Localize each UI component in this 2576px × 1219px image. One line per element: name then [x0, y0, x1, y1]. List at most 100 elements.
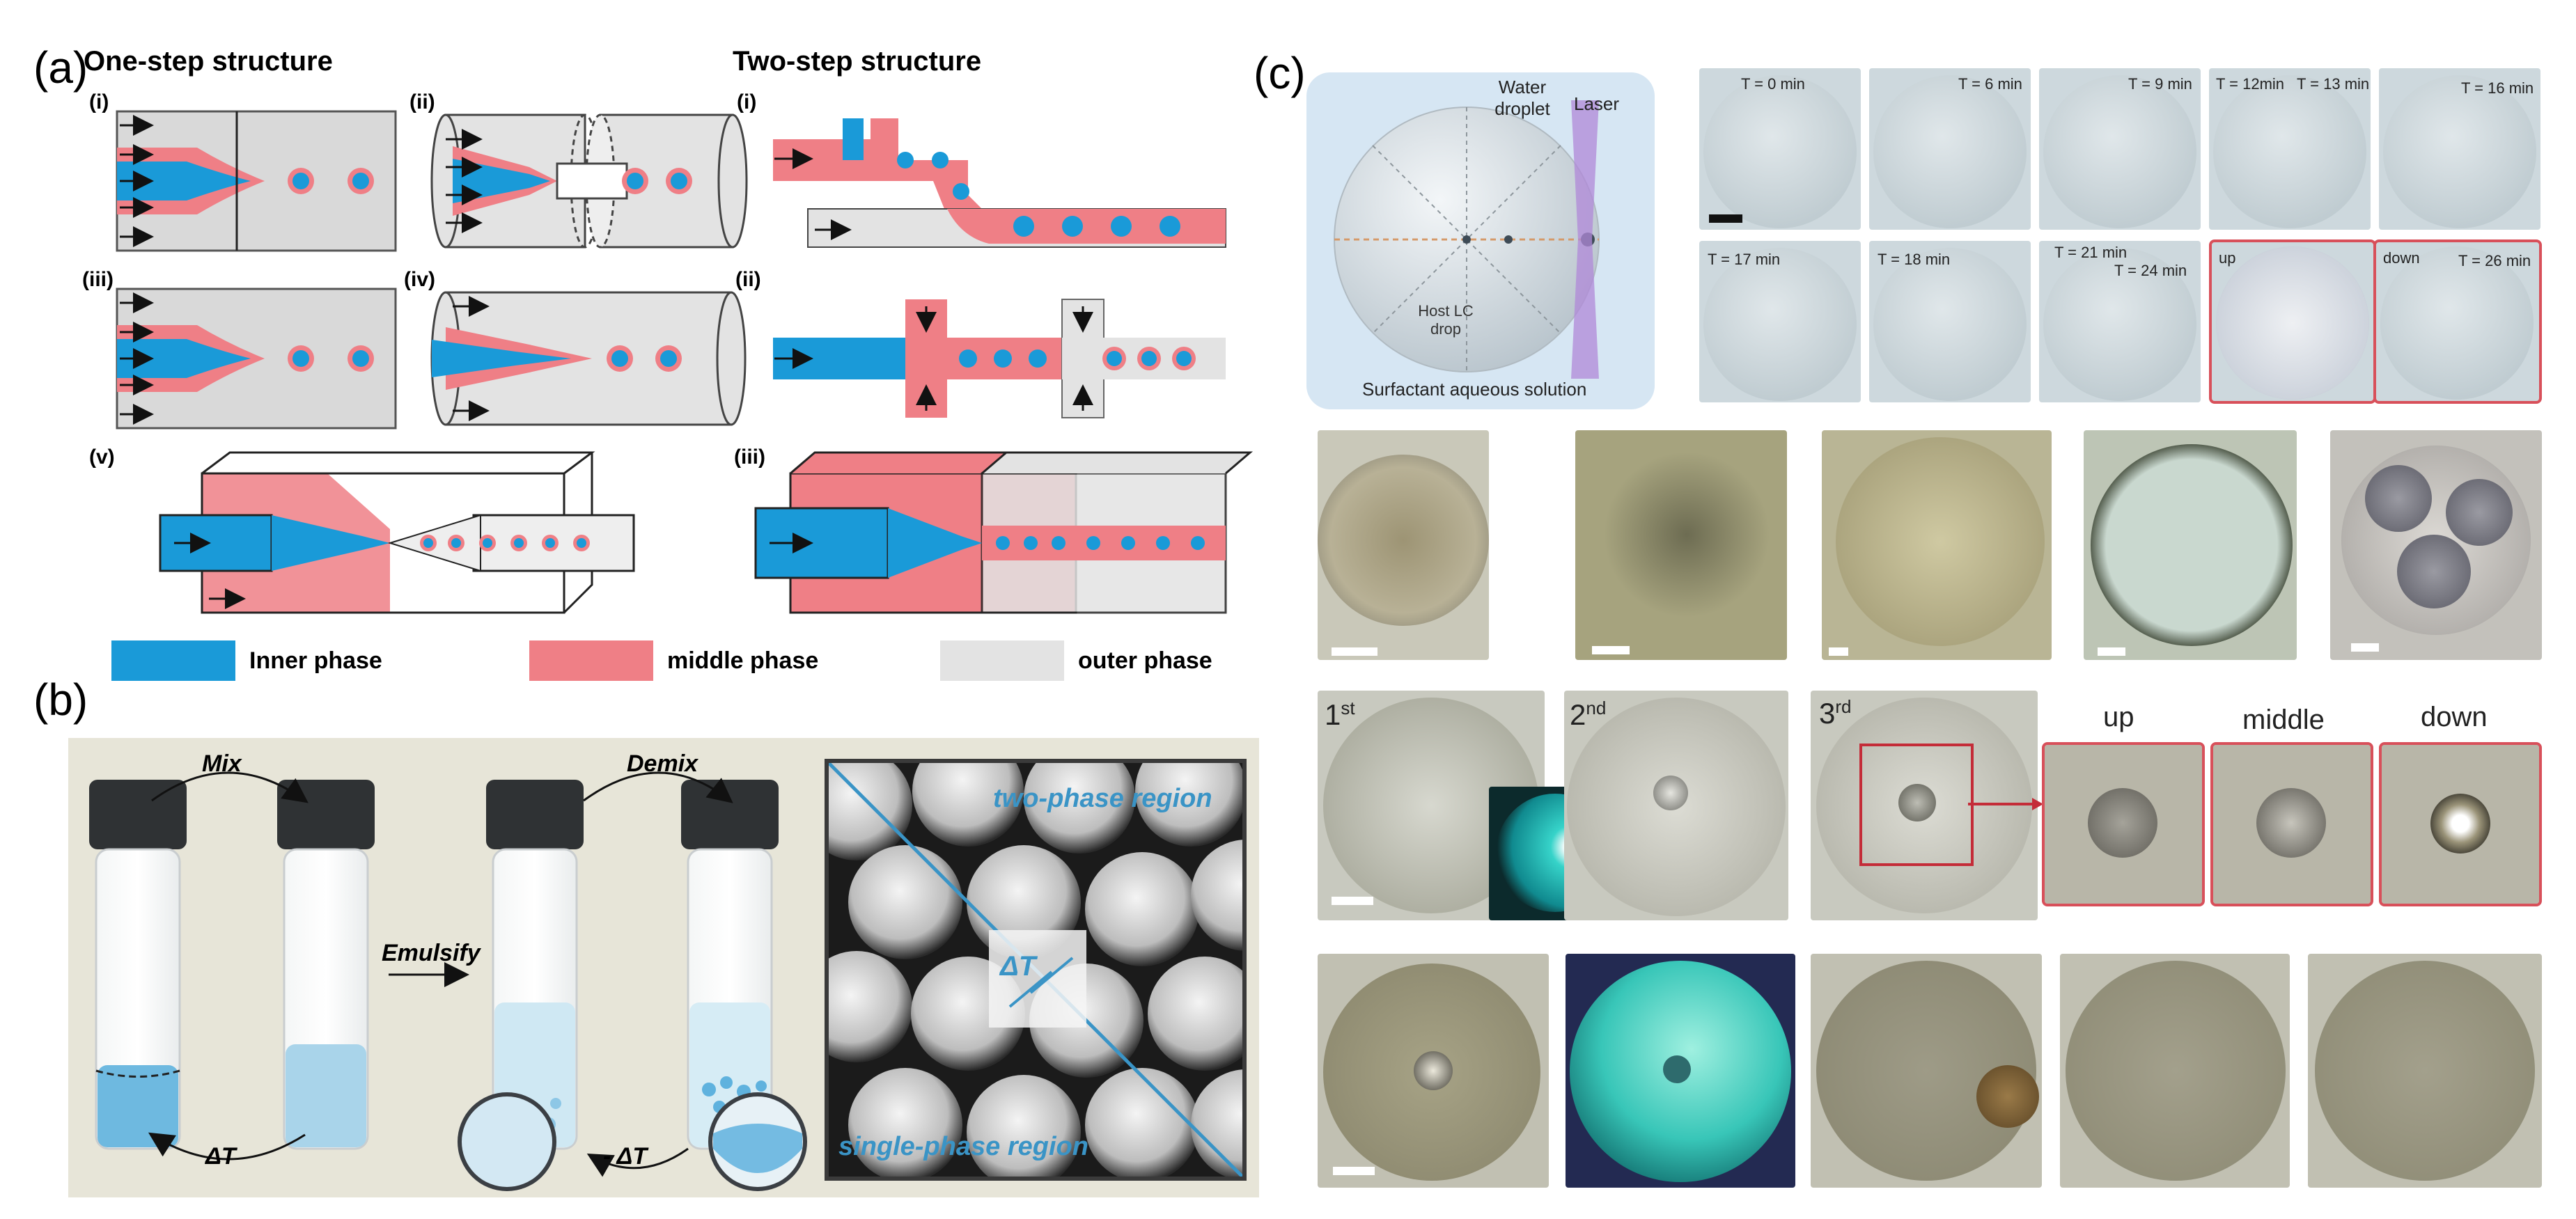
- timelapse-tile-highlight: up: [2209, 239, 2376, 404]
- timelapse-tile: T = 0 min: [1699, 68, 1861, 230]
- timelapse-label: T = 24 min: [2114, 262, 2187, 279]
- timelapse-tile: T = 6 min: [1869, 68, 2031, 230]
- timelapse-label: T = 18 min: [1878, 251, 1951, 268]
- timelapse-label: T = 13 min: [2297, 75, 2370, 93]
- vial-emulsified: [458, 780, 584, 1191]
- scale-bar: [2098, 647, 2125, 656]
- crystal-micrograph: [2084, 430, 2297, 660]
- neg-delta-t-label: - ΔT: [603, 1143, 648, 1170]
- two-step-label-iii: (iii): [734, 446, 765, 469]
- device-one-step-iii: [116, 288, 397, 430]
- panel-a-label: (a): [33, 42, 88, 93]
- mix-label: Mix: [202, 750, 242, 777]
- two-step-label-ii: (ii): [735, 268, 761, 291]
- legend-label-outer: outer phase: [1078, 647, 1212, 674]
- scale-bar: [1709, 214, 1742, 223]
- order-label-3rd: 3rd: [1819, 696, 1852, 730]
- bottom-micrograph: [1811, 954, 2042, 1188]
- zoom-arrow: [1968, 798, 2043, 810]
- zoom-up: [2042, 742, 2205, 906]
- one-step-label-i: (i): [89, 91, 109, 113]
- emulsion-micrograph: ΔT two-phase region single-phase region: [825, 759, 1247, 1181]
- legend-label-inner: Inner phase: [249, 647, 382, 674]
- two-step-label-i: (i): [737, 91, 757, 113]
- focus-down-label: down: [2383, 249, 2420, 267]
- scale-bar: [1333, 1167, 1375, 1175]
- crystal-micrograph: [1575, 430, 1787, 660]
- device-one-step-i: [116, 110, 397, 252]
- timelapse-label: T = 21 min: [2054, 244, 2128, 261]
- zoom-middle: [2210, 742, 2373, 906]
- one-step-label-v: (v): [89, 446, 115, 469]
- one-step-label-iii: (iii): [82, 268, 114, 291]
- demix-label: Demix: [627, 750, 698, 777]
- water-droplet-label: Water droplet: [1494, 77, 1550, 119]
- lc-drop-schematic: Water droplet Laser Host LC drop Surfact…: [1306, 72, 1655, 409]
- one-step-title: One-step structure: [84, 46, 333, 77]
- scale-bar: [1829, 647, 1848, 656]
- surfactant-label: Surfactant aqueous solution: [1362, 379, 1587, 400]
- legend-label-middle: middle phase: [667, 647, 819, 674]
- timelapse-tile: T = 21 min T = 24 min: [2039, 241, 2201, 402]
- panel-b-label: (b): [33, 675, 88, 725]
- vial-mixed-two-phase: [89, 780, 187, 1150]
- host-lc-drop-label: Host LC drop: [1418, 302, 1474, 338]
- panel-a-schematics: [111, 110, 1254, 681]
- timelapse-label: T = 16 min: [2461, 79, 2534, 97]
- crystal-micrograph: [2330, 430, 2542, 660]
- device-one-step-ii: [430, 113, 748, 249]
- focus-down-heading: down: [2421, 702, 2488, 732]
- timelapse-tile-highlight: down T = 26 min: [2373, 239, 2542, 404]
- timelapse-label: T = 6 min: [1958, 75, 2022, 93]
- timelapse-tile: T = 12min T = 13 min: [2209, 68, 2371, 230]
- scale-bar: [1592, 646, 1630, 654]
- two-phase-region-label: two-phase region: [993, 784, 1212, 813]
- legend-swatch-inner: [111, 640, 235, 681]
- scale-bar: [2351, 643, 2379, 652]
- focus-middle-heading: middle: [2242, 705, 2325, 735]
- timelapse-label: T = 17 min: [1708, 251, 1781, 268]
- timelapse-grid: T = 0 min T = 6 min T = 9 min T = 12min …: [1699, 68, 2542, 405]
- timelapse-tile: T = 18 min: [1869, 241, 2031, 402]
- vial-demixed: [681, 780, 807, 1191]
- timelapse-label: T = 12min: [2216, 75, 2285, 93]
- device-two-step-iii: [754, 451, 1254, 614]
- focus-up-heading: up: [2103, 702, 2134, 732]
- timelapse-tile: T = 16 min: [2379, 68, 2540, 230]
- zoom-down: [2379, 742, 2542, 906]
- sequential-growth-2nd: 2nd: [1564, 691, 1788, 920]
- panel-c-label: (c): [1254, 48, 1306, 98]
- one-step-label-ii: (ii): [409, 91, 435, 113]
- order-label-1st: 1st: [1325, 698, 1355, 731]
- device-two-step-i: [773, 118, 1226, 248]
- emulsify-label: Emulsify: [382, 940, 481, 966]
- vial-single-phase: [277, 780, 375, 1150]
- bottom-micrograph: [2060, 954, 2290, 1188]
- device-one-step-iv: [430, 291, 747, 426]
- legend-swatch-outer: [940, 640, 1064, 681]
- timelapse-tile: T = 9 min: [2039, 68, 2201, 230]
- laser-label: Laser: [1574, 93, 1620, 114]
- two-step-title: Two-step structure: [733, 46, 982, 77]
- one-step-label-iv: (iv): [404, 268, 435, 291]
- delta-t-label: ΔT: [205, 1143, 236, 1170]
- bottom-fluorescence: [1566, 954, 1795, 1188]
- bottom-micrograph: [1318, 954, 1549, 1188]
- crystal-micrograph: [1822, 430, 2052, 660]
- bottom-micrograph: [2308, 954, 2542, 1188]
- device-two-step-ii: [773, 299, 1226, 418]
- timelapse-label: T = 9 min: [2128, 75, 2192, 93]
- order-label-2nd: 2nd: [1570, 698, 1607, 731]
- scale-bar: [1332, 647, 1377, 656]
- crystal-micrograph: [1318, 430, 1489, 660]
- timelapse-tile: T = 17 min: [1699, 241, 1861, 402]
- focus-up-label: up: [2219, 249, 2236, 267]
- legend-swatch-middle: [529, 640, 653, 681]
- micro-delta-t-label: ΔT: [1000, 951, 1036, 982]
- timelapse-label: T = 26 min: [2458, 252, 2531, 269]
- single-phase-region-label: single-phase region: [838, 1132, 1088, 1161]
- device-one-step-v: [159, 451, 635, 614]
- timelapse-label: T = 0 min: [1741, 75, 1805, 93]
- scale-bar: [1332, 897, 1373, 905]
- panel-b-vials: [89, 771, 807, 1191]
